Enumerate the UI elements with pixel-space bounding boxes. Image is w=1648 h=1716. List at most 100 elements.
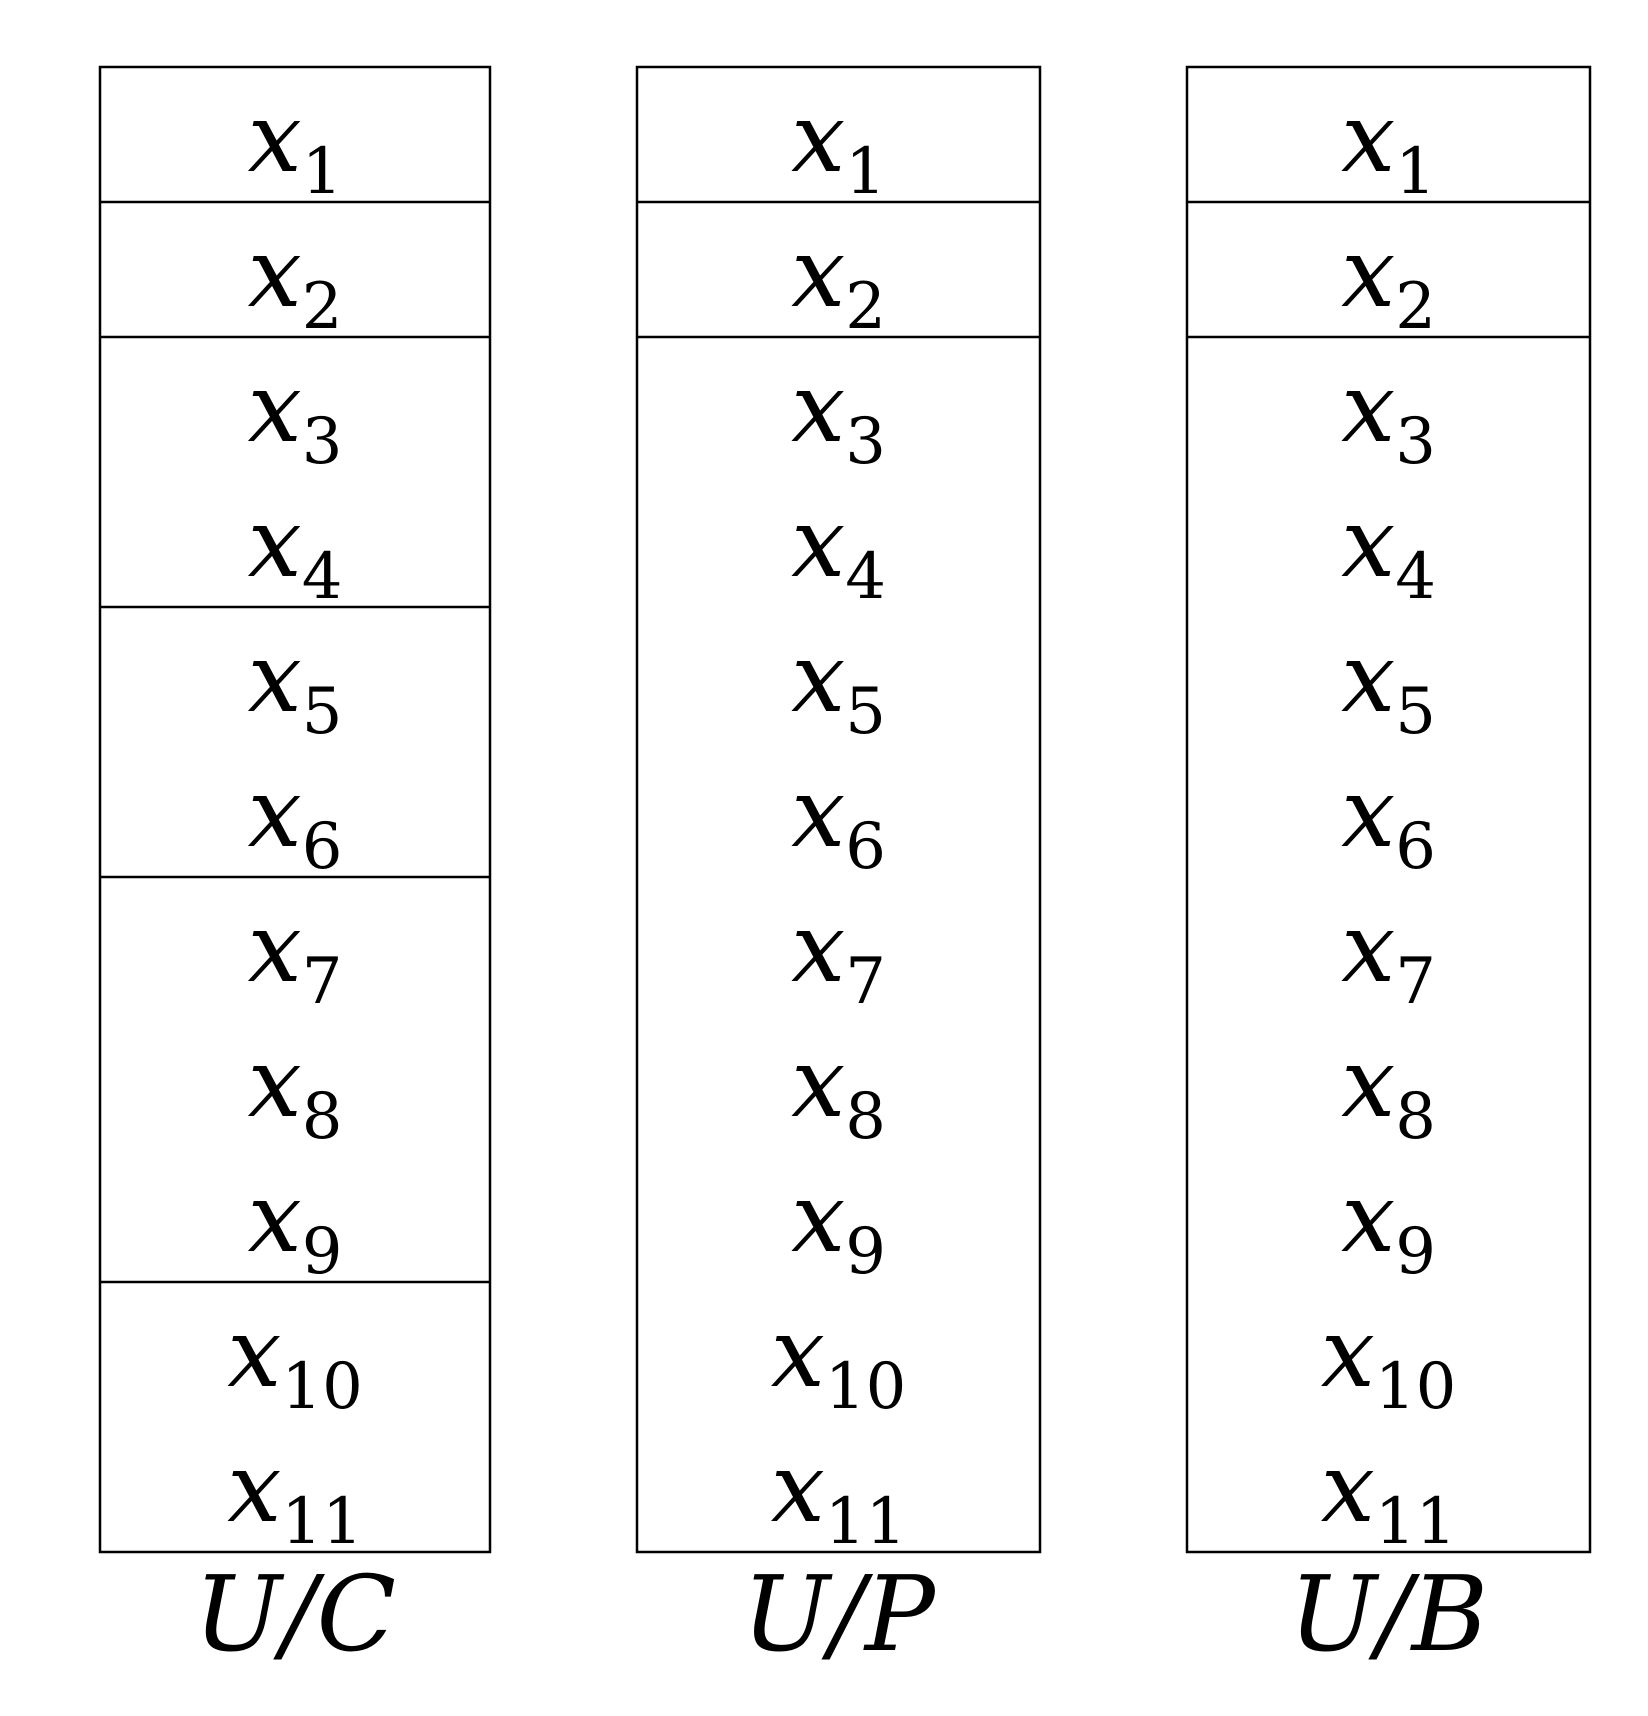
element-symbol: x xyxy=(248,352,302,464)
element-x4: x4 xyxy=(248,487,343,614)
element-subscript: 8 xyxy=(845,1080,886,1154)
element-symbol: x xyxy=(791,352,845,464)
element-x6: x6 xyxy=(791,757,886,884)
element-subscript: 2 xyxy=(302,270,343,344)
element-subscript: 3 xyxy=(302,405,343,479)
element-symbol: x xyxy=(1341,622,1395,734)
element-symbol: x xyxy=(248,757,302,869)
element-symbol: x xyxy=(248,892,302,1004)
element-symbol: x xyxy=(1341,1027,1395,1139)
column-caption: U/P xyxy=(742,1553,937,1675)
element-x11: x11 xyxy=(227,1432,363,1559)
element-subscript: 5 xyxy=(302,675,343,749)
element-subscript: 8 xyxy=(1395,1080,1436,1154)
element-x7: x7 xyxy=(248,892,343,1019)
element-x2: x2 xyxy=(791,217,886,344)
element-x8: x8 xyxy=(1341,1027,1436,1154)
element-x11: x11 xyxy=(771,1432,907,1559)
element-x4: x4 xyxy=(1341,487,1436,614)
element-subscript: 7 xyxy=(845,945,886,1019)
element-subscript: 7 xyxy=(302,945,343,1019)
element-symbol: x xyxy=(1341,352,1395,464)
element-symbol: x xyxy=(1321,1297,1375,1409)
element-symbol: x xyxy=(791,622,845,734)
element-symbol: x xyxy=(791,892,845,1004)
element-subscript: 1 xyxy=(1395,135,1436,209)
element-symbol: x xyxy=(248,622,302,734)
element-x2: x2 xyxy=(248,217,343,344)
element-x7: x7 xyxy=(1341,892,1436,1019)
element-symbol: x xyxy=(791,217,845,329)
element-x3: x3 xyxy=(248,352,343,479)
element-subscript: 5 xyxy=(845,675,886,749)
element-x10: x10 xyxy=(771,1297,907,1424)
element-subscript: 3 xyxy=(845,405,886,479)
element-subscript: 4 xyxy=(302,540,343,614)
element-x9: x9 xyxy=(1341,1162,1436,1289)
column-caption: U/B xyxy=(1289,1553,1488,1675)
element-symbol: x xyxy=(227,1297,281,1409)
element-x8: x8 xyxy=(791,1027,886,1154)
element-x3: x3 xyxy=(791,352,886,479)
element-x6: x6 xyxy=(248,757,343,884)
element-subscript: 6 xyxy=(302,810,343,884)
element-symbol: x xyxy=(248,1162,302,1274)
element-x1: x1 xyxy=(1341,82,1436,209)
element-x10: x10 xyxy=(227,1297,363,1424)
element-subscript: 2 xyxy=(845,270,886,344)
element-x7: x7 xyxy=(791,892,886,1019)
element-subscript: 9 xyxy=(845,1215,886,1289)
element-symbol: x xyxy=(227,1432,281,1544)
element-x5: x5 xyxy=(1341,622,1436,749)
element-symbol: x xyxy=(1321,1432,1375,1544)
element-symbol: x xyxy=(248,217,302,329)
element-subscript: 4 xyxy=(1395,540,1436,614)
column-frame xyxy=(98,65,492,1554)
element-symbol: x xyxy=(1341,757,1395,869)
element-symbol: x xyxy=(248,82,302,194)
element-symbol: x xyxy=(248,1027,302,1139)
element-x9: x9 xyxy=(248,1162,343,1289)
element-symbol: x xyxy=(791,82,845,194)
element-subscript: 10 xyxy=(1375,1350,1456,1424)
element-x4: x4 xyxy=(791,487,886,614)
element-symbol: x xyxy=(1341,217,1395,329)
element-symbol: x xyxy=(1341,892,1395,1004)
element-x9: x9 xyxy=(791,1162,886,1289)
element-x1: x1 xyxy=(791,82,886,209)
element-subscript: 8 xyxy=(302,1080,343,1154)
element-x5: x5 xyxy=(248,622,343,749)
element-subscript: 3 xyxy=(1395,405,1436,479)
element-x1: x1 xyxy=(248,82,343,209)
element-symbol: x xyxy=(791,487,845,599)
element-subscript: 10 xyxy=(825,1350,906,1424)
element-symbol: x xyxy=(1341,1162,1395,1274)
element-x10: x10 xyxy=(1321,1297,1457,1424)
element-symbol: x xyxy=(771,1297,825,1409)
element-subscript: 7 xyxy=(1395,945,1436,1019)
element-symbol: x xyxy=(1341,82,1395,194)
element-x3: x3 xyxy=(1341,352,1436,479)
element-subscript: 5 xyxy=(1395,675,1436,749)
column-caption: U/C xyxy=(194,1553,396,1675)
element-subscript: 10 xyxy=(281,1350,362,1424)
element-subscript: 11 xyxy=(825,1485,906,1559)
element-x11: x11 xyxy=(1321,1432,1457,1559)
element-subscript: 9 xyxy=(1395,1215,1436,1289)
element-symbol: x xyxy=(791,1162,845,1274)
element-subscript: 1 xyxy=(302,135,343,209)
element-subscript: 6 xyxy=(1395,810,1436,884)
element-symbol: x xyxy=(791,757,845,869)
element-x2: x2 xyxy=(1341,217,1436,344)
element-subscript: 9 xyxy=(302,1215,343,1289)
element-subscript: 1 xyxy=(845,135,886,209)
element-x6: x6 xyxy=(1341,757,1436,884)
element-x5: x5 xyxy=(791,622,886,749)
element-symbol: x xyxy=(248,487,302,599)
column-frame xyxy=(635,65,1042,1554)
element-subscript: 11 xyxy=(281,1485,362,1559)
